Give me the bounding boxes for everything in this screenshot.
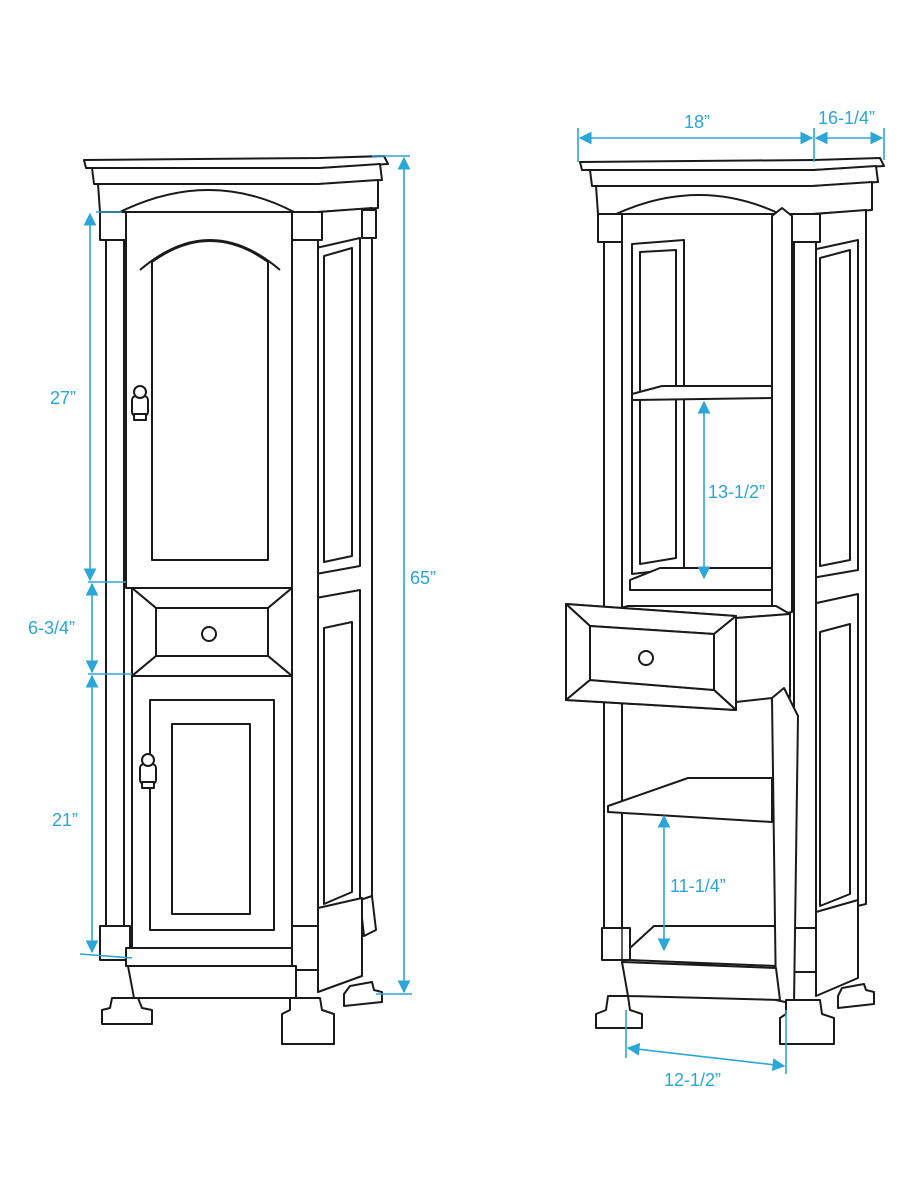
front-view-cabinet	[83, 155, 389, 1045]
drawer-knob-icon	[201, 626, 217, 642]
dim-total-height: 65”	[410, 568, 436, 588]
dim-lower-section: 21”	[52, 810, 78, 830]
front-view-dimensions: 27” 6-3/4” 21” 65”	[28, 155, 436, 995]
lower-door-handle-icon	[139, 753, 157, 789]
open-view-cabinet	[565, 157, 885, 1045]
dim-upper-shelf-clearance: 13-1/2”	[708, 482, 765, 502]
dim-lower-shelf-clearance: 11-1/4”	[670, 876, 726, 896]
open-view-dimensions: 18” 16-1/4” 13-1/2” 11-1/4” 12-1/2”	[577, 108, 885, 1090]
dim-interior-width: 12-1/2”	[664, 1070, 721, 1090]
dim-depth: 16-1/4”	[818, 108, 875, 128]
open-drawer-knob-icon	[638, 650, 654, 666]
dim-drawer-section: 6-3/4”	[28, 618, 75, 638]
dim-width: 18”	[684, 112, 710, 132]
upper-door-handle-icon	[131, 385, 149, 421]
dim-upper-section: 27”	[50, 388, 76, 408]
